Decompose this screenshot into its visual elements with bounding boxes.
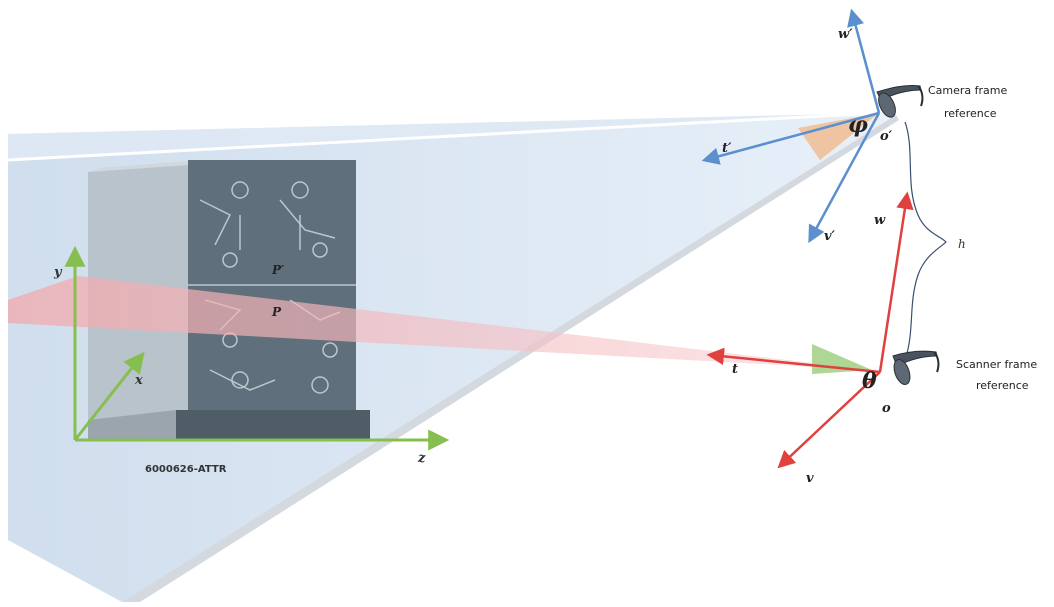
scanner-axis-t-label: t — [732, 362, 738, 377]
point-p-label: P — [271, 305, 282, 319]
camera-frame-label-line1: Camera frame — [928, 84, 1008, 97]
object-axis-z-label: z — [417, 451, 426, 466]
scanner-frame-label-line1: Scanner frame — [956, 358, 1037, 371]
camera-axis-w-label: w′ — [838, 27, 853, 42]
camera-axes — [701, 8, 881, 244]
camera-axis-t-label: t′ — [722, 141, 732, 156]
camera-angle-phi-label: φ — [848, 112, 868, 138]
scanner-axis-v-label: v — [806, 471, 814, 486]
height-label: h — [958, 237, 966, 251]
scanner-axis-w — [878, 191, 914, 373]
camera-origin-label: o′ — [880, 129, 893, 144]
scanner-axis-w-label: w — [874, 213, 886, 228]
scanner-axis-t — [706, 347, 881, 374]
scanner-frame-label: Scanner frame reference — [956, 358, 1041, 392]
scanner-axis-v — [777, 371, 881, 469]
scanner-laser-plane — [8, 276, 872, 370]
object-axis-y-label: y — [53, 265, 63, 280]
height-brace — [904, 121, 947, 361]
camera-axis-w — [847, 8, 881, 114]
object-axis-x-label: x — [134, 373, 143, 388]
camera-frame-label-line2: reference — [944, 107, 997, 120]
scanner-frame-label-line2: reference — [976, 379, 1029, 392]
scanner-angle-theta-label: θ — [862, 368, 877, 394]
point-p-prime-label: P′ — [271, 263, 285, 277]
camera-axis-v — [808, 112, 881, 244]
camera-glasses-icon — [876, 85, 924, 118]
scanner-axes — [706, 191, 914, 469]
camera-angle-wedge — [798, 113, 879, 160]
scanner-origin-label: o — [882, 401, 891, 416]
object-axes — [64, 245, 450, 451]
camera-axis-t — [701, 111, 880, 165]
machine-id-label: 6000626-ATTR — [145, 464, 227, 475]
camera-axis-v-label: v′ — [824, 229, 836, 244]
object-axis-x — [73, 351, 145, 441]
scanner-glasses-icon — [892, 350, 940, 385]
camera-frame-label: Camera frame reference — [928, 84, 1011, 120]
